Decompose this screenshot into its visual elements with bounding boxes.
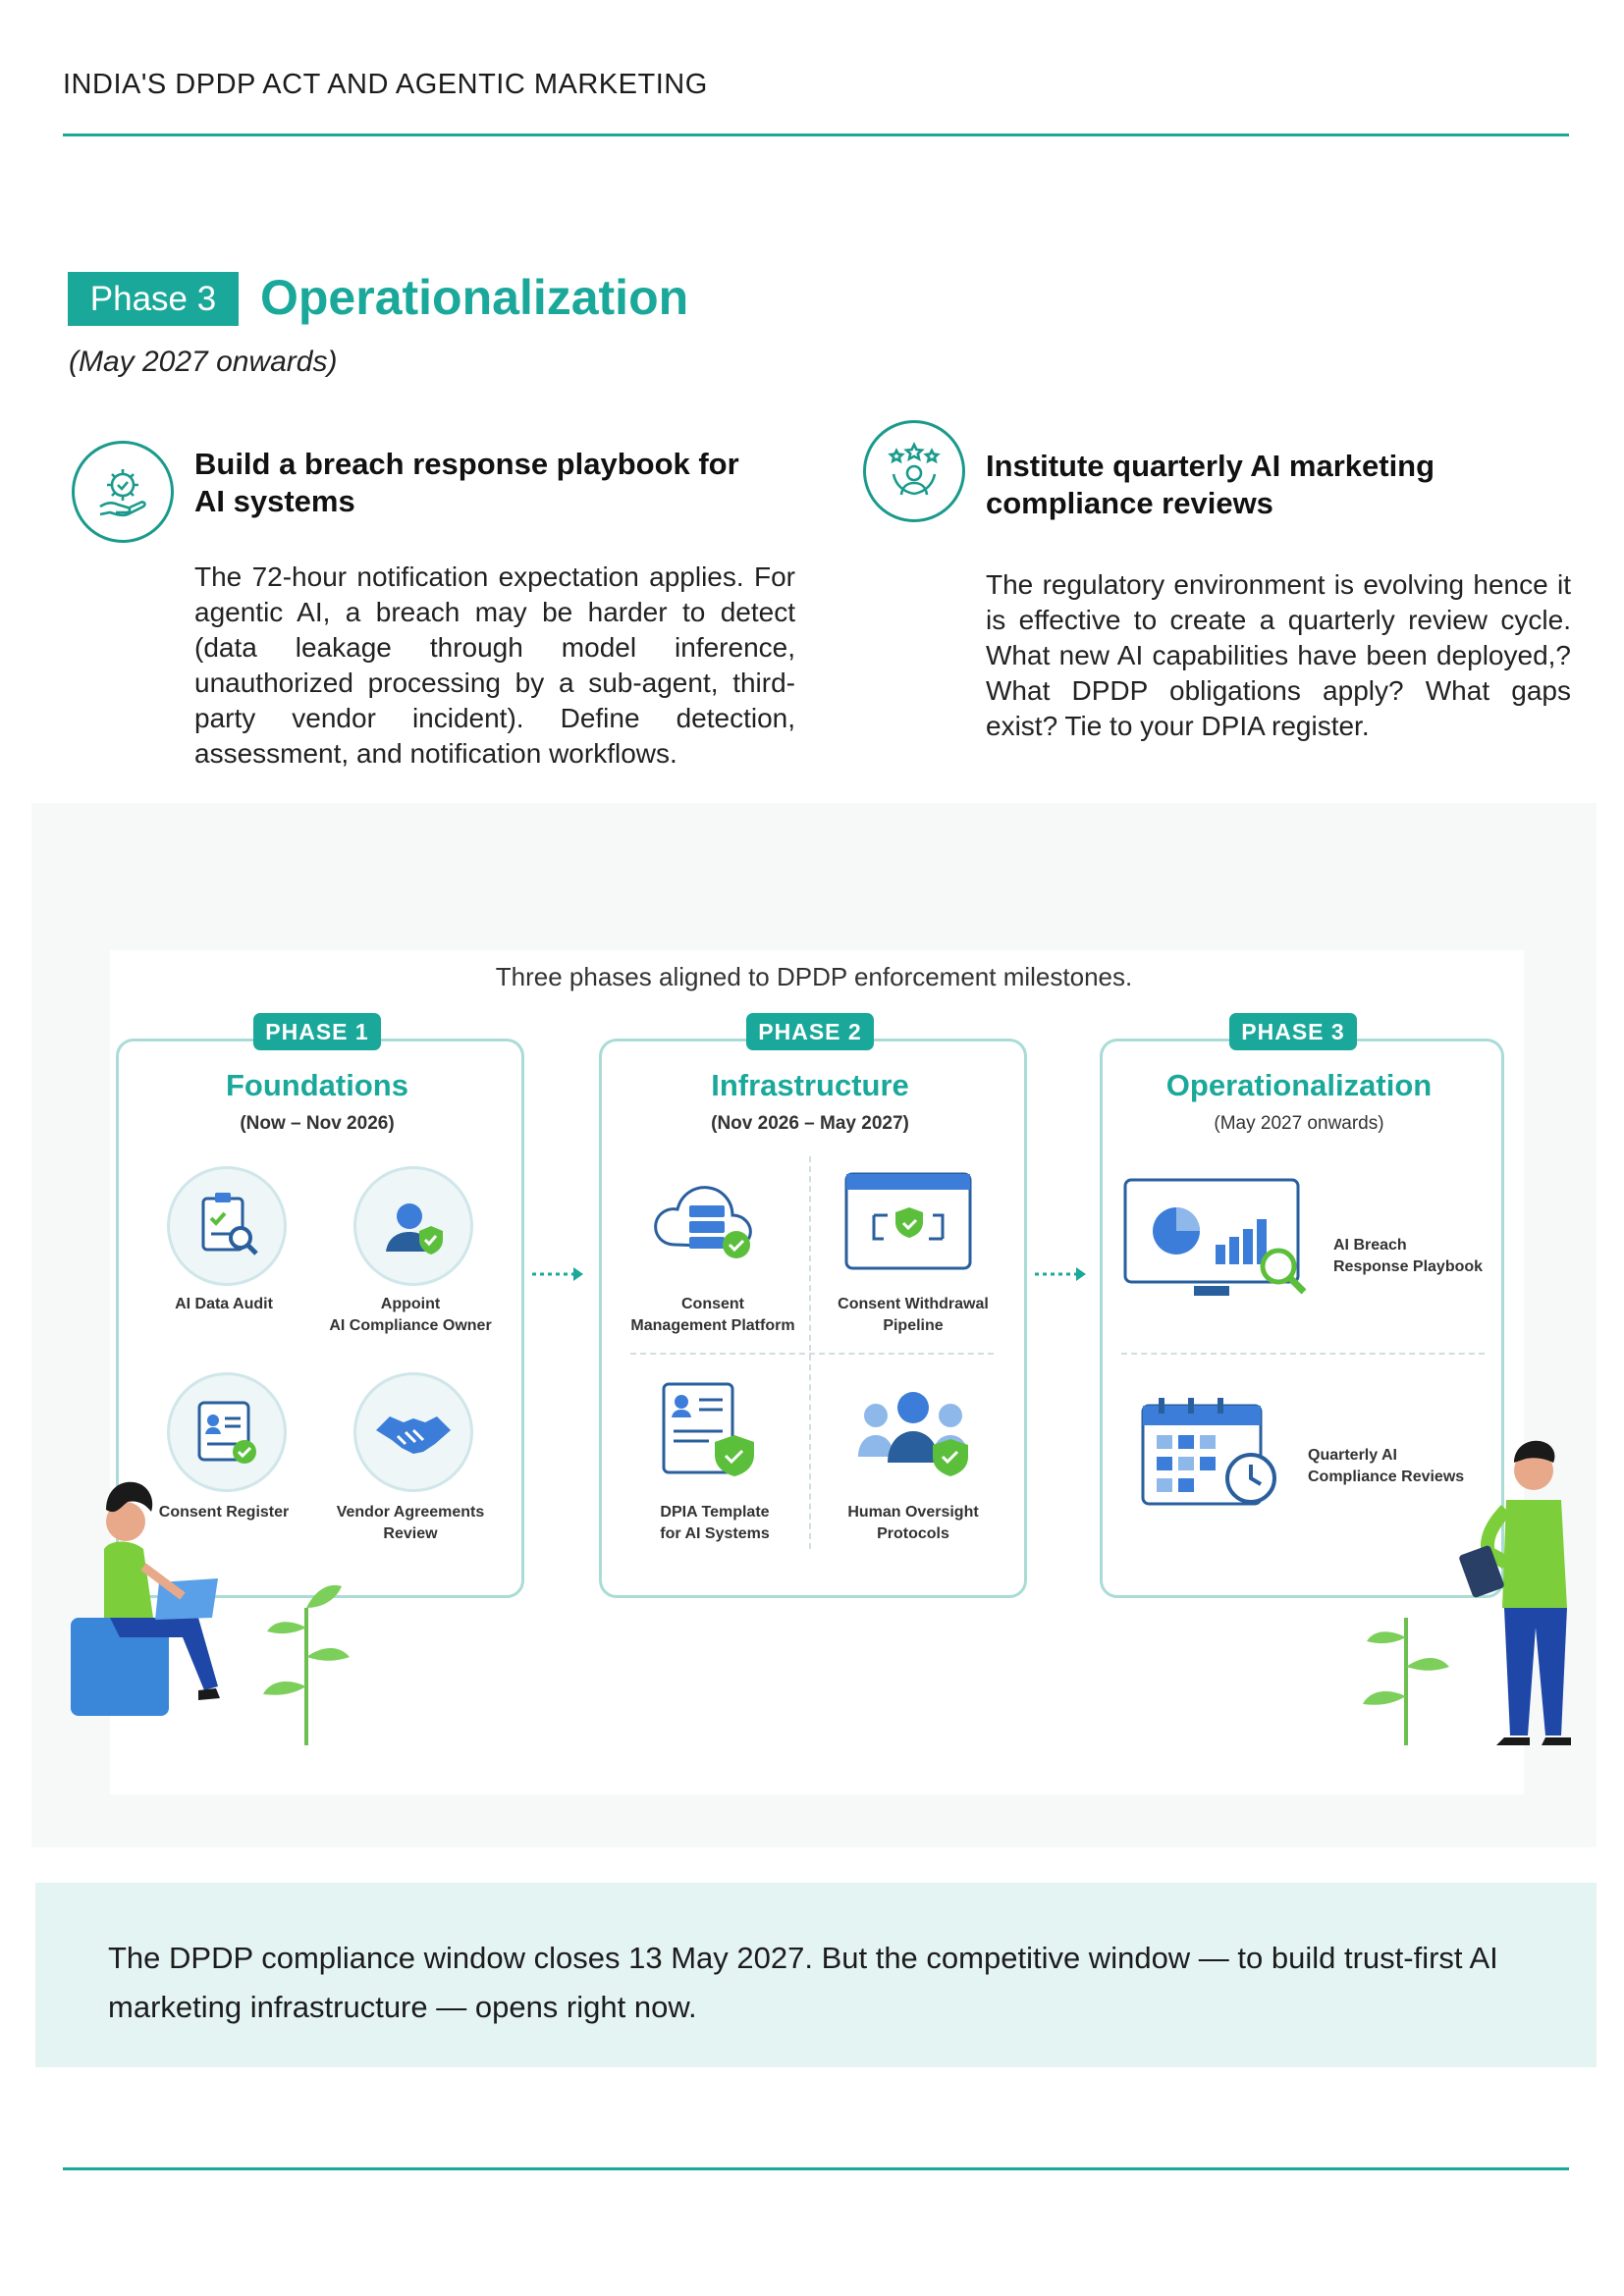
phase3-divider [1121,1353,1485,1355]
phase3-tag: PHASE 3 [1229,1013,1357,1050]
phase1-item2-line2: AI Compliance Owner [329,1317,492,1334]
arrow-right-icon [532,1267,583,1281]
phases-infographic: Three phases aligned to DPDP enforcement… [31,803,1597,1847]
card2-title-line1: Institute quarterly AI marketing [986,449,1435,483]
monitor-chart-icon [1123,1178,1307,1296]
card1-title-line2: AI systems [194,484,355,518]
phase1-item1-label: AI Data Audit [128,1294,320,1315]
card2-title: Institute quarterly AI marketing complia… [986,448,1575,522]
phase1-panel [116,1039,524,1598]
handshake-icon [353,1372,473,1492]
phase3-item2-label: Quarterly AI Compliance Reviews [1308,1445,1494,1488]
closing-callout: The DPDP compliance window closes 13 May… [35,1883,1597,2067]
phase1-item1-line1: AI Data Audit [175,1296,273,1312]
phase1-dates: (Now – Nov 2026) [240,1113,395,1134]
phase2-item4-label: Human Oversight Protocols [817,1502,1009,1545]
phase2-item4-line1: Human Oversight [847,1504,979,1521]
phase-badge: Phase 3 [68,272,239,326]
phase2-item2-line1: Consent Withdrawal [838,1296,989,1312]
phase2-item1-label: Consent Management Platform [617,1294,809,1337]
cloud-server-icon [654,1186,752,1258]
phase3-title: Operationalization [1165,1068,1433,1102]
plant-illustration [1363,1618,1449,1745]
user-shield-icon [353,1166,473,1286]
phase2-divider-h [630,1353,994,1355]
phase1-item3-label: Consent Register [128,1502,320,1523]
woman-with-laptop-illustration [71,1481,220,1716]
infographic-caption: Three phases aligned to DPDP enforcement… [495,962,1133,991]
phase2-item3-label: DPIA Template for AI Systems [619,1502,811,1545]
phase1-tag: PHASE 1 [253,1013,381,1050]
running-header: INDIA'S DPDP ACT AND AGENTIC MARKETING [63,69,708,100]
phase2-item1-line2: Management Platform [630,1317,795,1334]
phase2-panel [599,1039,1027,1598]
phase2-item2-label: Consent Withdrawal Pipeline [817,1294,1009,1337]
person-stars-icon [863,420,965,522]
phase3-item1-label: AI Breach Response Playbook [1333,1235,1500,1278]
section-dates: (May 2027 onwards) [69,346,338,378]
plant-illustration [263,1584,350,1745]
card2-title-line2: compliance reviews [986,486,1273,520]
phase2-tag: PHASE 2 [746,1013,874,1050]
footer-rule [63,2167,1569,2170]
man-with-tablet-illustration [1459,1440,1571,1745]
phase2-item1-line1: Consent [681,1296,744,1312]
card2-body: The regulatory environment is evolving h… [986,569,1571,741]
phase1-item4-label: Vendor Agreements Review [312,1502,509,1545]
phase3-dates: (May 2027 onwards) [1214,1113,1384,1134]
phase2-item2-line2: Pipeline [883,1317,944,1334]
phase2-item3-line1: DPIA Template [660,1504,770,1521]
section-heading: Operationalization [260,270,689,325]
phase3-item1-line1: AI Breach [1333,1237,1407,1254]
document-shield-icon [662,1382,754,1476]
card1-title-line1: Build a breach response playbook for [194,447,739,481]
phase1-item2-label: Appoint AI Compliance Owner [302,1294,518,1337]
phase1-title: Foundations [226,1068,408,1102]
phase3-item2-line1: Quarterly AI [1308,1447,1397,1464]
sync-window-icon [844,1172,972,1270]
id-card-check-icon [167,1372,287,1492]
phase1-item4-line1: Vendor Agreements [336,1504,485,1521]
phase2-title: Infrastructure [711,1068,909,1102]
phase2-item3-line2: for AI Systems [660,1525,770,1542]
phase2-item4-line2: Protocols [877,1525,949,1542]
clipboard-search-icon [167,1166,287,1286]
callout-text: The DPDP compliance window closes 13 May… [108,1941,1498,2024]
people-shield-icon [858,1392,968,1476]
header-rule [63,133,1569,136]
phase2-dates: (Nov 2026 – May 2027) [711,1113,909,1134]
phase3-item1-line2: Response Playbook [1333,1258,1484,1275]
arrow-right-icon [1035,1267,1086,1281]
phase1-item4-line2: Review [383,1525,438,1542]
card1-body: The 72-hour notification expectation app… [194,561,795,769]
card1-title: Build a breach response playbook for AI … [194,446,784,520]
calendar-clock-icon [1141,1398,1276,1506]
phase3-item2-line2: Compliance Reviews [1308,1468,1465,1485]
phase1-item3-line1: Consent Register [158,1504,290,1521]
phase1-item2-line1: Appoint [380,1296,441,1312]
gear-hand-icon [72,441,174,543]
